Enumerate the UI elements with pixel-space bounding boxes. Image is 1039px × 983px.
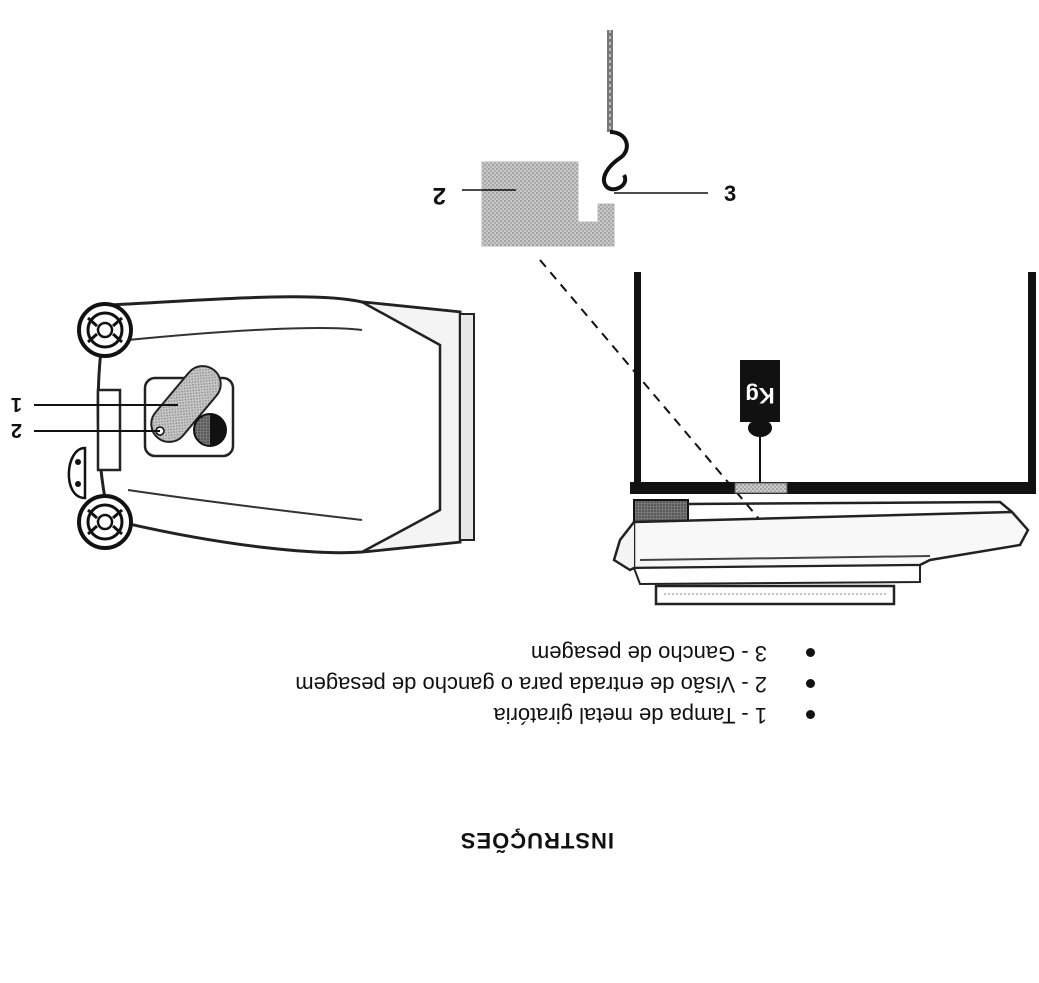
callout-2: 2 [11, 419, 22, 441]
scale-bottom-view: 1 2 [11, 295, 475, 555]
scale-side-view: 2 3 Kg [433, 30, 1036, 606]
callout-detail-2: 2 [433, 182, 446, 209]
wheel-bottom [77, 494, 133, 550]
weight-label: Kg [745, 383, 774, 408]
wheel-top [77, 302, 133, 358]
callout-detail-3: 3 [724, 181, 736, 206]
callout-1: 1 [11, 393, 22, 415]
